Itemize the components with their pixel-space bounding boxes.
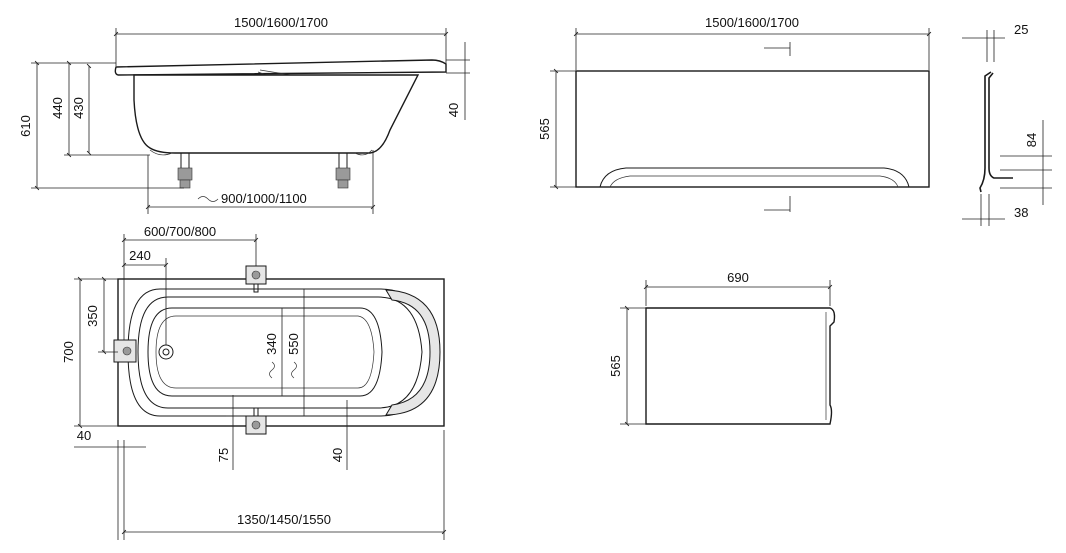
tub-body: [133, 74, 420, 154]
side-rim-label: 40: [446, 103, 461, 117]
leg-left: [177, 152, 193, 189]
side-inner-height-label: 430: [71, 97, 86, 119]
headrest: [385, 289, 441, 416]
approx-icon-3: [291, 361, 297, 379]
side-view: 1500/1600/1700 610 440 430 40 900/1000/1…: [18, 15, 470, 214]
top-width-label: 700: [61, 341, 76, 363]
tub-rim: [114, 59, 447, 76]
profile-inner: [988, 72, 1013, 179]
front-panel-view: 1500/1600/1700 565: [537, 15, 932, 212]
leg-right: [335, 152, 351, 189]
profile-outer: [979, 71, 992, 193]
top-length-label: 1350/1450/1550: [237, 512, 331, 527]
side-length-label: 1500/1600/1700: [234, 15, 328, 30]
front-height-label: 565: [537, 118, 552, 140]
bracket-top: [245, 265, 267, 293]
top-offset-label: 600/700/800: [144, 224, 216, 239]
side-rim-height-label: 440: [50, 97, 65, 119]
bracket-bottom: [245, 407, 267, 435]
top-drain-offset-label: 240: [129, 248, 151, 263]
top-bracket-right-label: 40: [330, 448, 345, 462]
side-total-height-label: 610: [18, 115, 33, 137]
end-panel: [645, 307, 836, 425]
front-length-label: 1500/1600/1700: [705, 15, 799, 30]
top-inner-width-label: 340: [264, 333, 279, 355]
top-bracket-label: 75: [216, 448, 231, 462]
tub-outline: [117, 278, 445, 427]
top-edge-left-label: 40: [77, 428, 91, 443]
profile-bottom-label: 38: [1014, 205, 1028, 220]
side-legs-label: 900/1000/1100: [221, 191, 307, 206]
basin-inner: [147, 307, 383, 397]
front-panel: [575, 70, 930, 188]
top-half-width-label: 350: [85, 305, 100, 327]
profile-side-label: 84: [1024, 133, 1039, 147]
end-width-label: 690: [727, 270, 749, 285]
approx-icon: [197, 196, 219, 202]
end-panel-view: 690 565: [608, 270, 836, 427]
end-height-label: 565: [608, 355, 623, 377]
top-view: 600/700/800 240 350 700 340 550 40 75 40: [61, 224, 447, 540]
panel-profile-view: 25 84 38: [962, 22, 1052, 226]
profile-top-label: 25: [1014, 22, 1028, 37]
bracket-left: [113, 339, 137, 363]
top-inner-width2-label: 550: [286, 333, 301, 355]
panel-recess: [599, 167, 910, 188]
approx-icon-2: [269, 361, 275, 379]
